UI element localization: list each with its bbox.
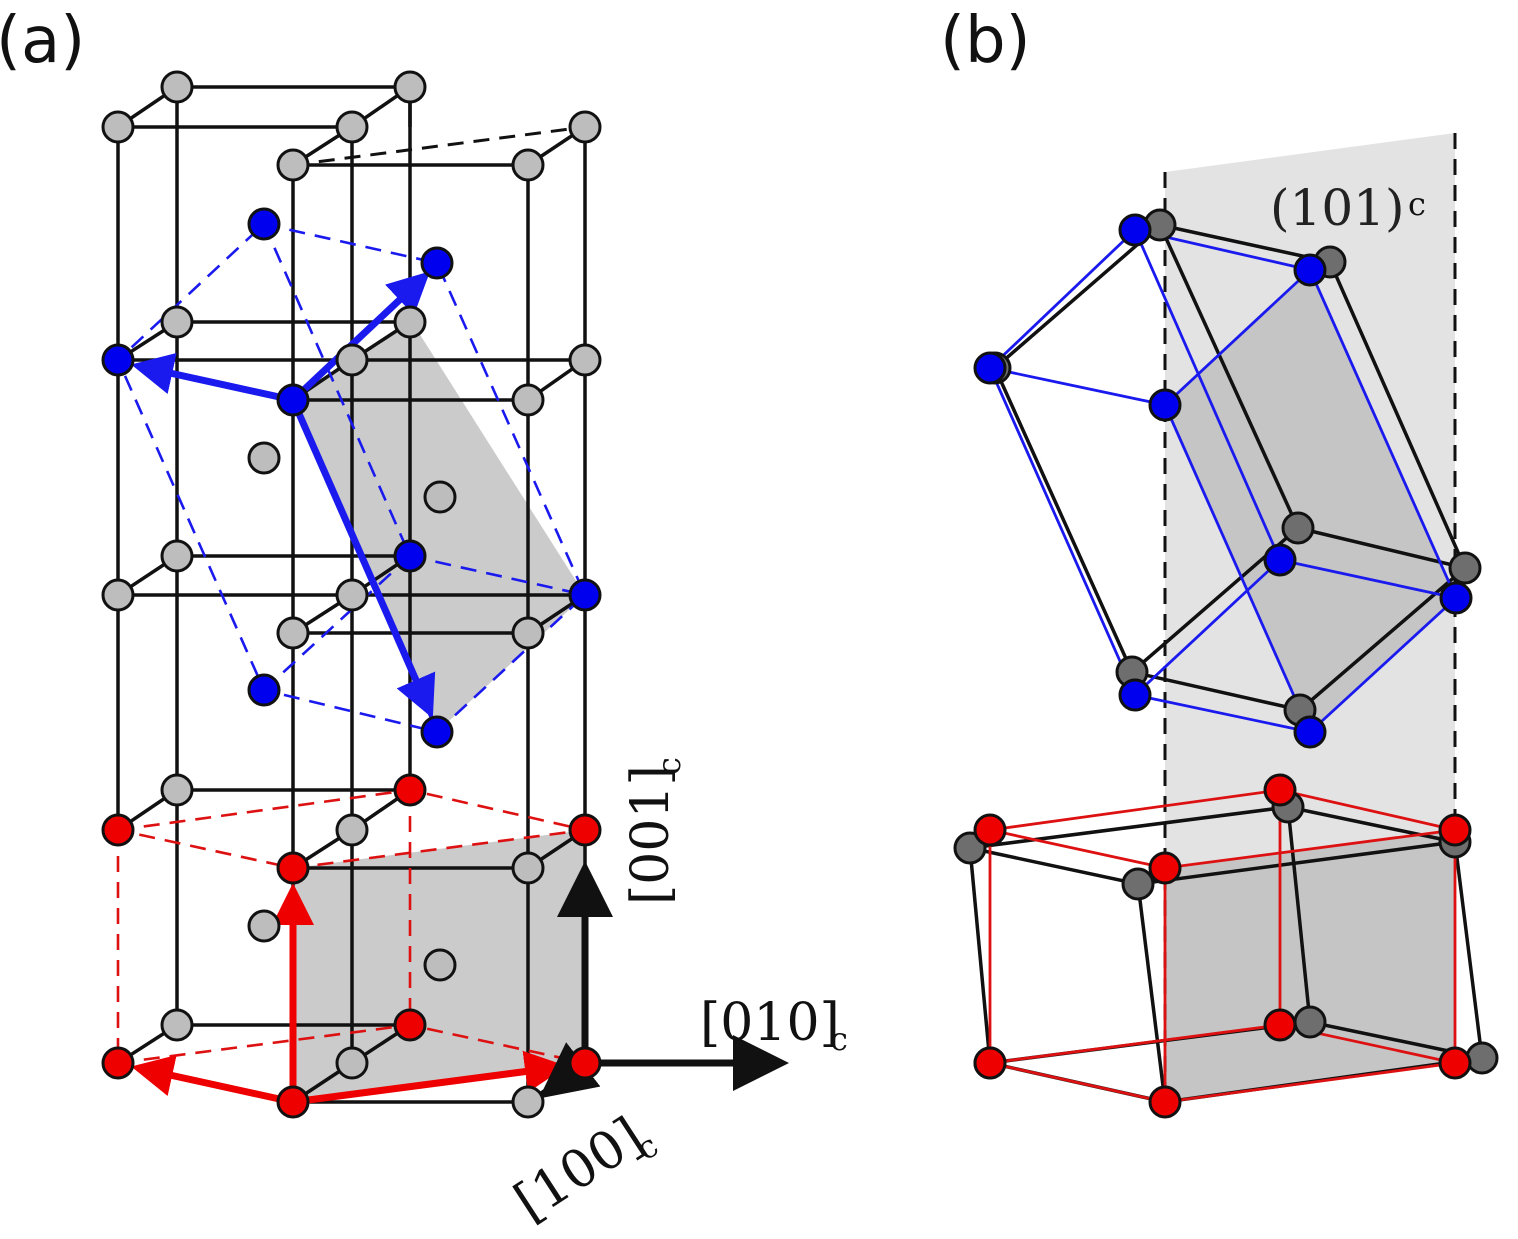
plane-label-sub: c [1408,185,1426,223]
label-100-main: [100] [504,1106,654,1232]
label-001: [001] c [621,757,688,905]
plane-label-main: (101) [1270,179,1404,237]
red-cell-lower [988,788,1457,1104]
label-100: [100] c [504,1106,665,1232]
panel-b-label: (b) [940,4,1031,78]
top-dashed-edge [292,125,586,167]
panel-a-label: (a) [0,4,85,78]
plane-shade-upper [1165,270,1456,732]
label-010-sub: c [830,1020,848,1058]
label-001-main: [001] [621,765,681,905]
label-010: [010] c [700,993,848,1058]
red-arrow-right [292,1050,567,1106]
plane-shade-lower [1165,830,1456,1102]
label-001-sub: c [650,757,688,775]
atoms-a [101,70,602,1119]
blue-arrow-down [289,398,436,719]
blue-arrow-left [131,352,294,404]
atoms-b [953,208,1499,1119]
label-010-main: [010] [700,993,840,1053]
plane-label: (101) c [1270,179,1426,237]
blue-arrow-up [290,271,431,403]
red-basis-arrows [131,883,567,1106]
panel-b: (b) (101) c [940,4,1499,1119]
shaded-plane-upper [293,322,585,732]
panel-a: (a) [0,4,848,1233]
red-arrow-left [131,1054,294,1106]
blue-basis-arrows [131,271,436,719]
